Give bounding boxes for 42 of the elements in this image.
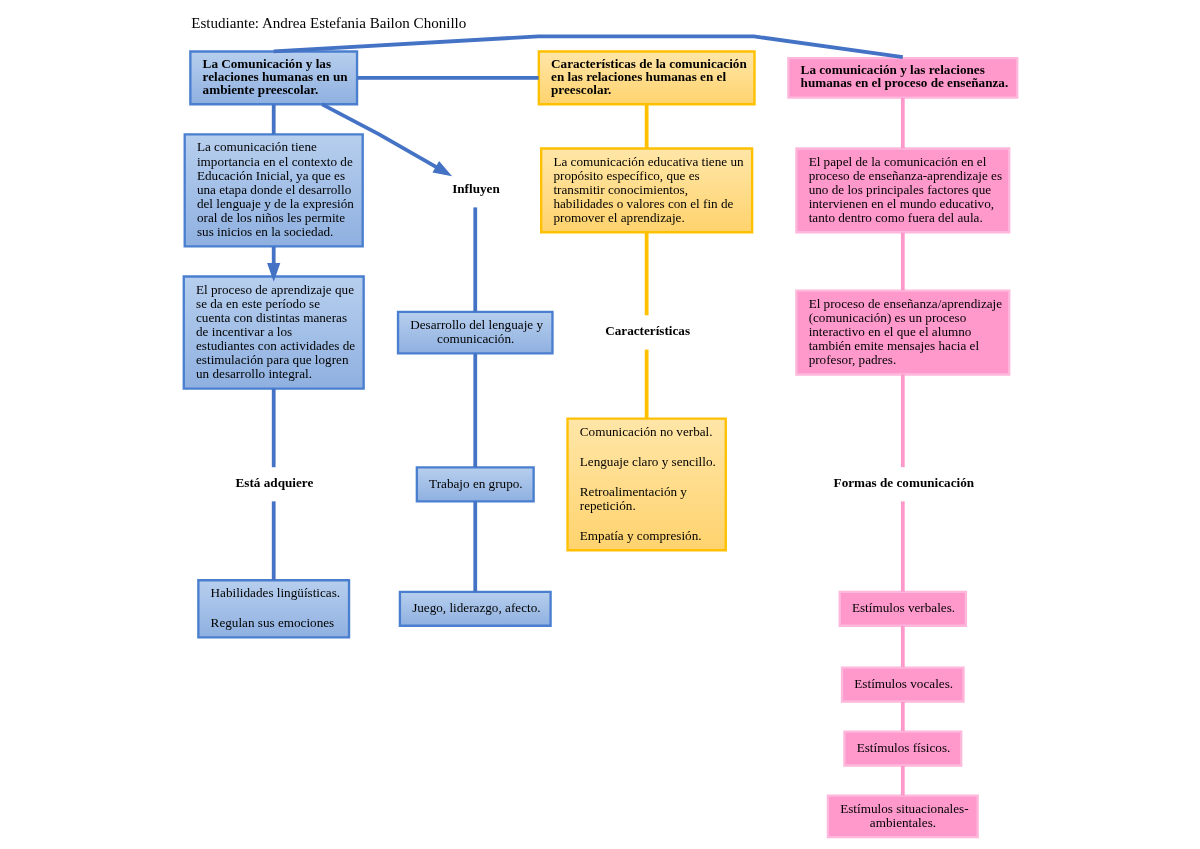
connector <box>900 501 905 592</box>
node-box: El proceso de aprendizaje que se da en este período se cuenta con distintas maneras de incentivar a los estudiantes con actividades de estimulación para que logren un desarrollo integral. <box>182 275 365 390</box>
connector <box>271 501 276 581</box>
connector <box>273 34 903 59</box>
node-box: Estímulos situacionales- ambientales. <box>826 794 979 839</box>
node-box: Desarrollo del lenguaje y comunicación. <box>396 310 554 355</box>
node-box: Características de la comunicación en las relaciones humanas en el preescolar. <box>537 50 756 106</box>
node-text: Está adquiere <box>235 474 313 490</box>
node-box: El proceso de enseñanza/aprendizaje (comunicación) es un proceso interactivo en el que el alumno también emite mensajes hacia el profesor, padres. <box>794 289 1010 376</box>
node-text: Influyen <box>451 180 500 196</box>
connector <box>644 104 649 149</box>
node-box: La Comunicación y las relaciones humanas en un ambiente preescolar. <box>188 50 358 106</box>
node-text: Formas de comunicación <box>833 474 974 490</box>
node-box: Estímulos físicos. <box>842 730 962 767</box>
node-box: La comunicación educativa tiene un propósito específico, que es transmitir conocimientos, habilidades o valores con el fin de promover el aprendizaje. <box>539 147 753 234</box>
node-box: Estímulos verbales. <box>838 590 967 627</box>
connector <box>271 388 276 468</box>
diagram-title: Estudiante: Andrea Estefania Bailon Chonillo <box>190 14 466 31</box>
node-box: Comunicación no verbal. Lenguaje claro y sencillo. Retroalimentación y repetición. Empatía y compresión. <box>565 417 727 552</box>
connector <box>900 765 905 796</box>
connector <box>271 104 276 135</box>
node-box: La comunicación tiene importancia en el contexto de Educación Inicial, ya que es una etapa donde el desarrollo del lenguaje y de la expresión oral de los niños les permite sus inicios en la sociedad. <box>183 133 364 248</box>
connector <box>900 701 905 732</box>
node-box: La comunicación y las relaciones humanas en el proceso de enseñanza. <box>786 56 1018 99</box>
connector <box>472 353 477 468</box>
connector <box>644 232 649 316</box>
node-box: El papel de la comunicación en el proceso de enseñanza-aprendizaje es uno de los principales factores que intervienen en el mundo educativo, tanto dentro como fuera del aula. <box>794 147 1010 234</box>
connector <box>356 75 539 80</box>
connector <box>644 349 649 419</box>
connector <box>900 374 905 468</box>
node-box: Juego, liderazgo, afecto. <box>398 590 552 627</box>
arrow <box>320 102 452 177</box>
connector <box>900 97 905 149</box>
connector <box>900 625 905 668</box>
connector <box>472 501 477 592</box>
node-box: Habilidades lingüísticas. Regulan sus emociones <box>196 579 350 639</box>
node-box: Estímulos vocales. <box>840 666 965 703</box>
arrow <box>266 246 280 282</box>
connector <box>900 232 905 291</box>
connector <box>472 207 477 312</box>
node-text: Características <box>604 323 690 339</box>
node-box: Trabajo en grupo. <box>415 466 535 503</box>
